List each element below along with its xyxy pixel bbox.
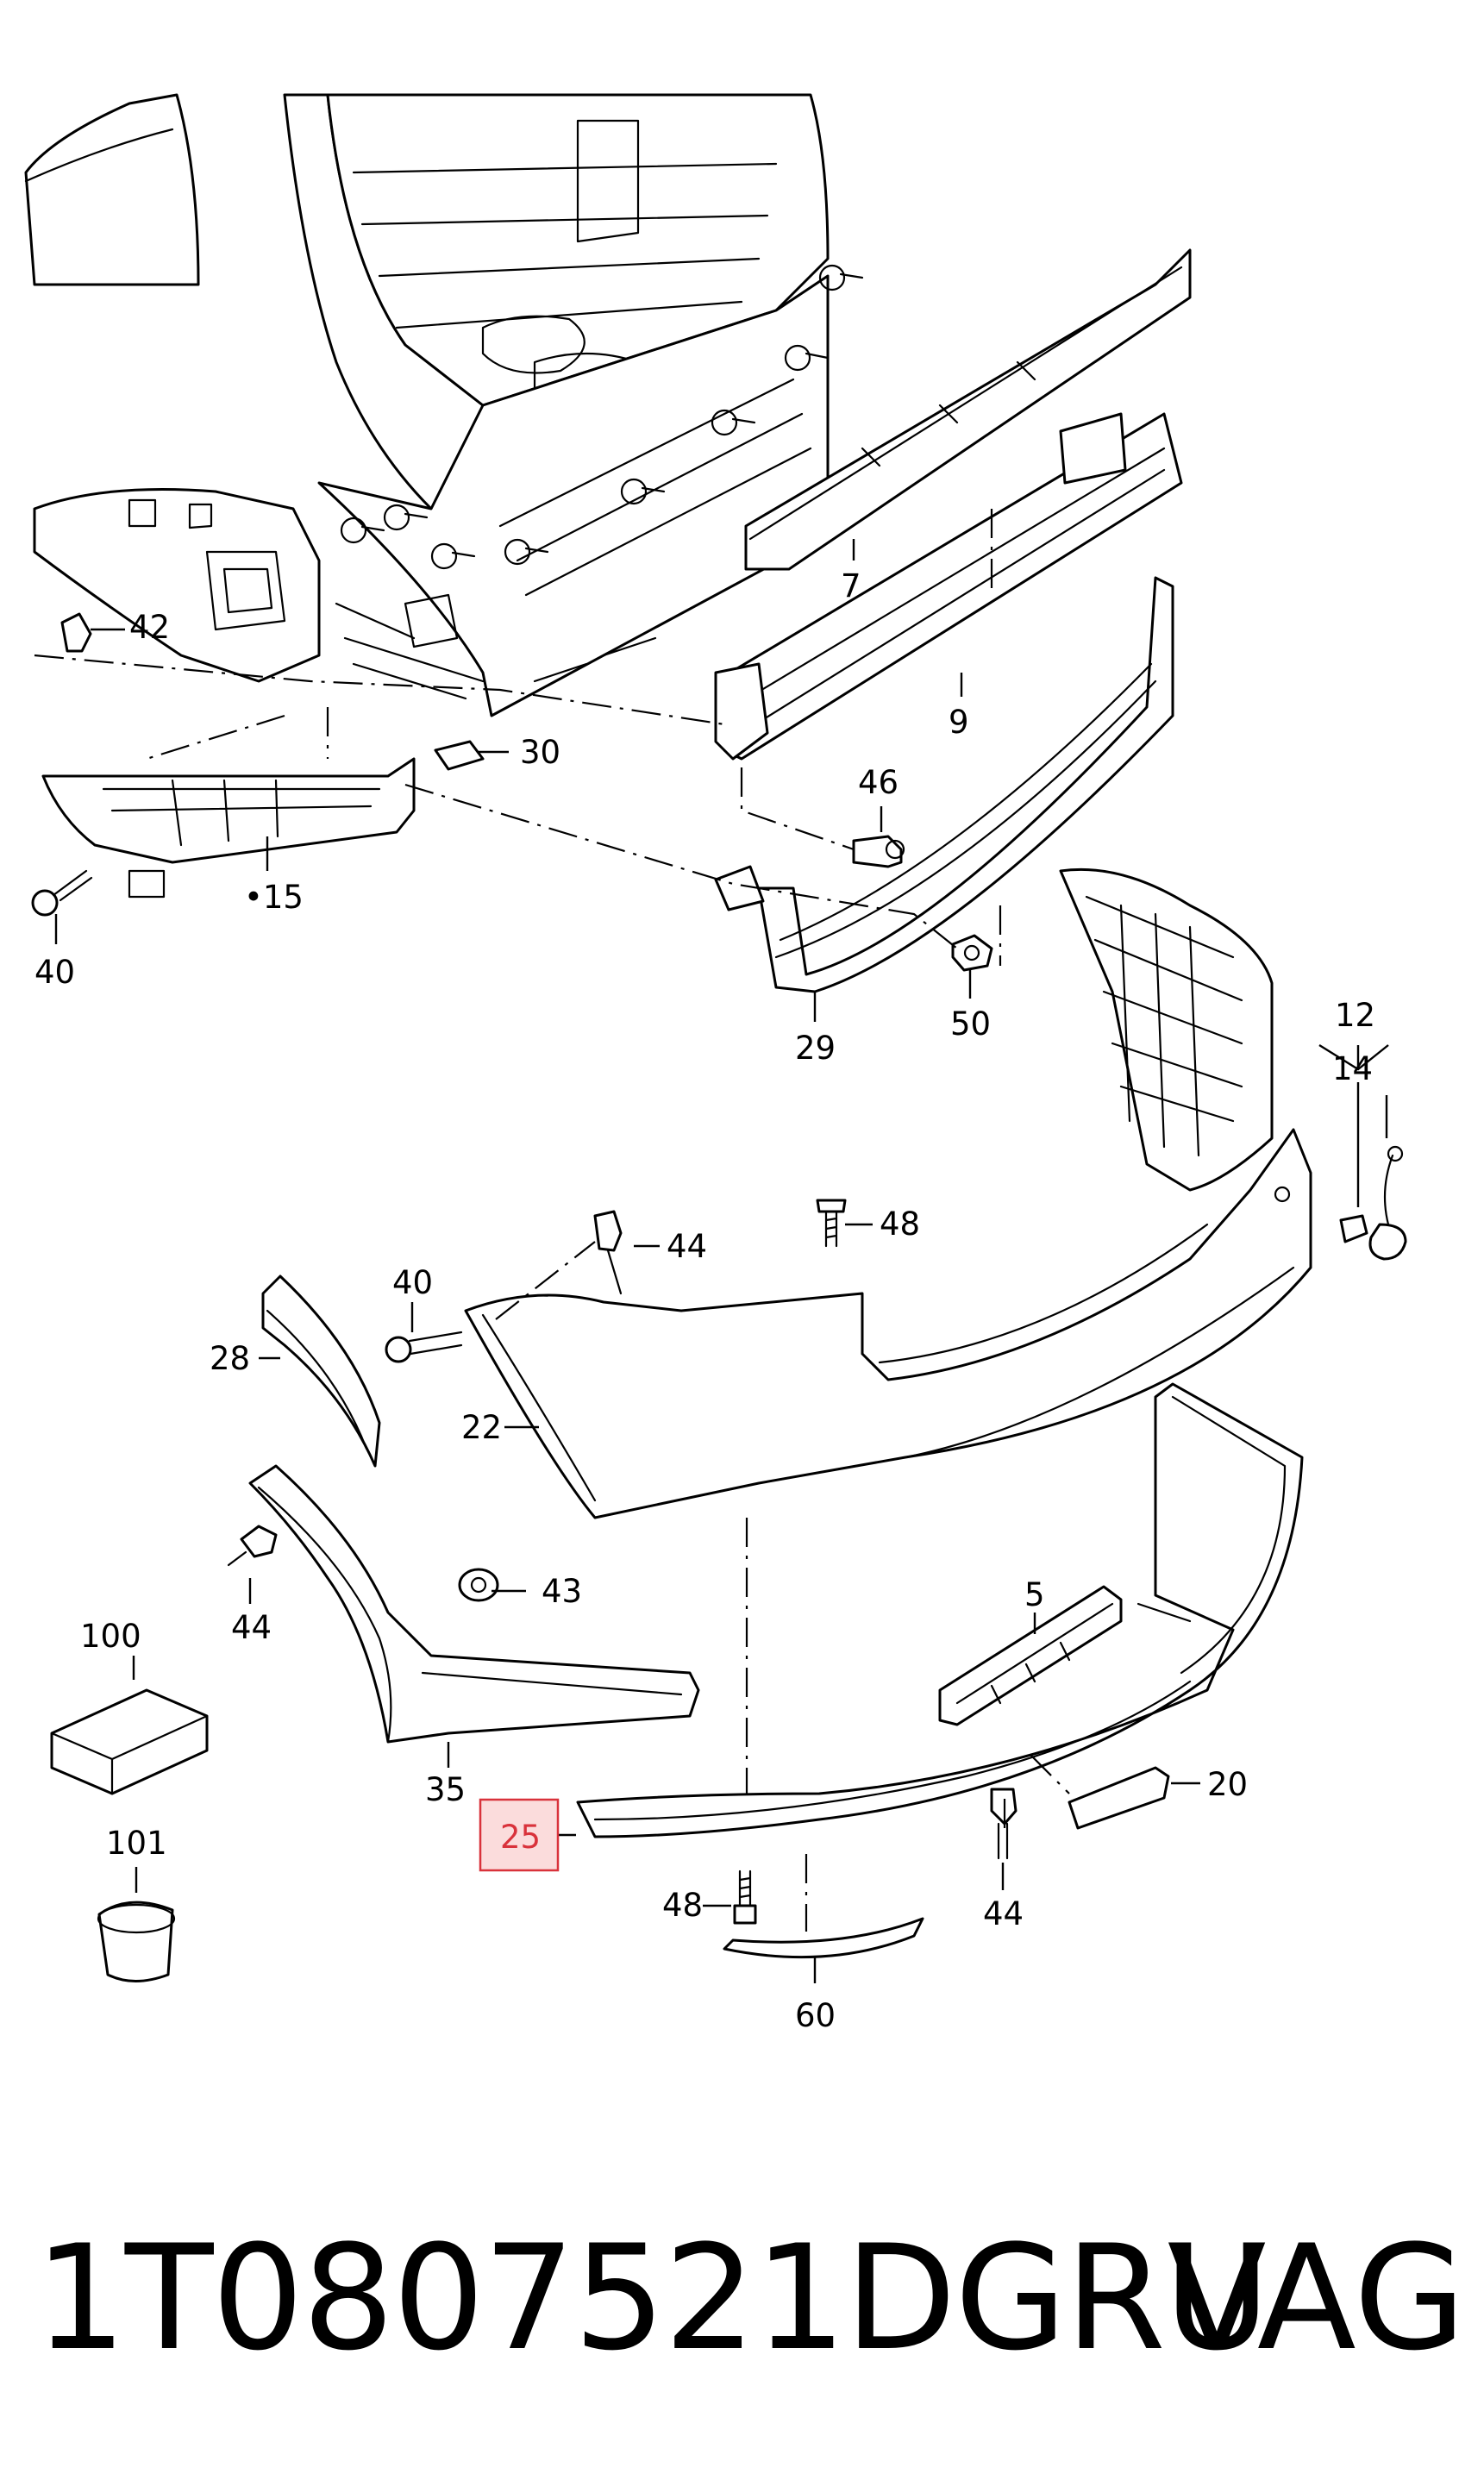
body-shell-drawing <box>24 93 830 717</box>
part-60-trim-strip <box>723 1917 924 1959</box>
callout-7: 7 <box>841 567 861 604</box>
fastener-44-left <box>227 1525 278 1567</box>
callout-48-top: 48 <box>880 1206 920 1243</box>
fastener-40-top <box>31 869 93 917</box>
callout-22: 22 <box>461 1409 502 1446</box>
callout-101: 101 <box>106 1825 167 1862</box>
part-number: 1T0807521DGRU <box>34 2214 1270 2383</box>
part-29-bumper-carrier <box>714 576 1174 993</box>
assembly-lines <box>34 509 1070 1932</box>
callout-14: 14 <box>1332 1050 1373 1087</box>
part-5-bracket <box>938 1585 1123 1726</box>
callout-29: 29 <box>795 1030 836 1067</box>
part-101-plug <box>97 1901 176 1982</box>
callout-9: 9 <box>949 704 969 741</box>
fastener-50 <box>951 934 993 972</box>
part-15-bracket <box>41 757 416 899</box>
callout-100: 100 <box>80 1618 141 1655</box>
callout-15: •15 <box>244 879 304 916</box>
callout-12: 12 <box>1335 997 1375 1034</box>
fastener-30 <box>434 740 485 771</box>
fastener-42 <box>60 612 92 653</box>
fastener-44-top <box>593 1210 623 1295</box>
callout-5: 5 <box>1024 1576 1045 1613</box>
callout-28: 28 <box>210 1340 250 1377</box>
callout-20: 20 <box>1207 1766 1248 1803</box>
callout-25: 25 <box>500 1819 541 1856</box>
leader-lines <box>54 539 1389 1983</box>
callout-44-bottom: 44 <box>983 1895 1024 1932</box>
callout-44-top: 44 <box>667 1228 707 1265</box>
callout-35: 35 <box>425 1771 466 1808</box>
part-25-lower-spoiler <box>576 1382 1304 1838</box>
part-9-reinforcement-bar <box>714 412 1183 761</box>
part-20-reflector <box>1068 1766 1170 1830</box>
part-7-energy-absorber <box>744 248 1192 571</box>
part-12-cap <box>1368 1145 1407 1261</box>
callout-40-mid: 40 <box>392 1264 433 1301</box>
fastener-46 <box>852 835 905 868</box>
callout-42: 42 <box>129 609 170 646</box>
callout-44-left: 44 <box>231 1609 272 1646</box>
fastener-48-top <box>816 1199 847 1248</box>
part-28-side-trim <box>261 1274 381 1468</box>
callout-25-highlight[interactable]: 25 <box>479 1798 560 1872</box>
callout-60: 60 <box>795 1997 836 2034</box>
footer: 1T0807521DGRU VAG <box>34 2212 1466 2384</box>
callout-30: 30 <box>520 734 560 771</box>
callout-50: 50 <box>950 1005 991 1043</box>
fastener-43 <box>458 1568 499 1602</box>
callout-48-bottom: 48 <box>662 1887 703 1924</box>
callout-40-top: 40 <box>34 954 75 991</box>
part-35-lower-trim <box>248 1464 700 1744</box>
fastener-40-mid <box>385 1331 463 1363</box>
callout-46: 46 <box>858 764 899 801</box>
part-14-clip <box>1339 1214 1368 1243</box>
part-22-bumper-cover <box>464 867 1312 1519</box>
body-bolts <box>340 264 864 570</box>
part-100-pad <box>50 1688 209 1795</box>
brand-name: VAG <box>1167 2214 1466 2383</box>
fastener-48-bottom <box>733 1869 757 1925</box>
callout-43: 43 <box>542 1573 582 1610</box>
